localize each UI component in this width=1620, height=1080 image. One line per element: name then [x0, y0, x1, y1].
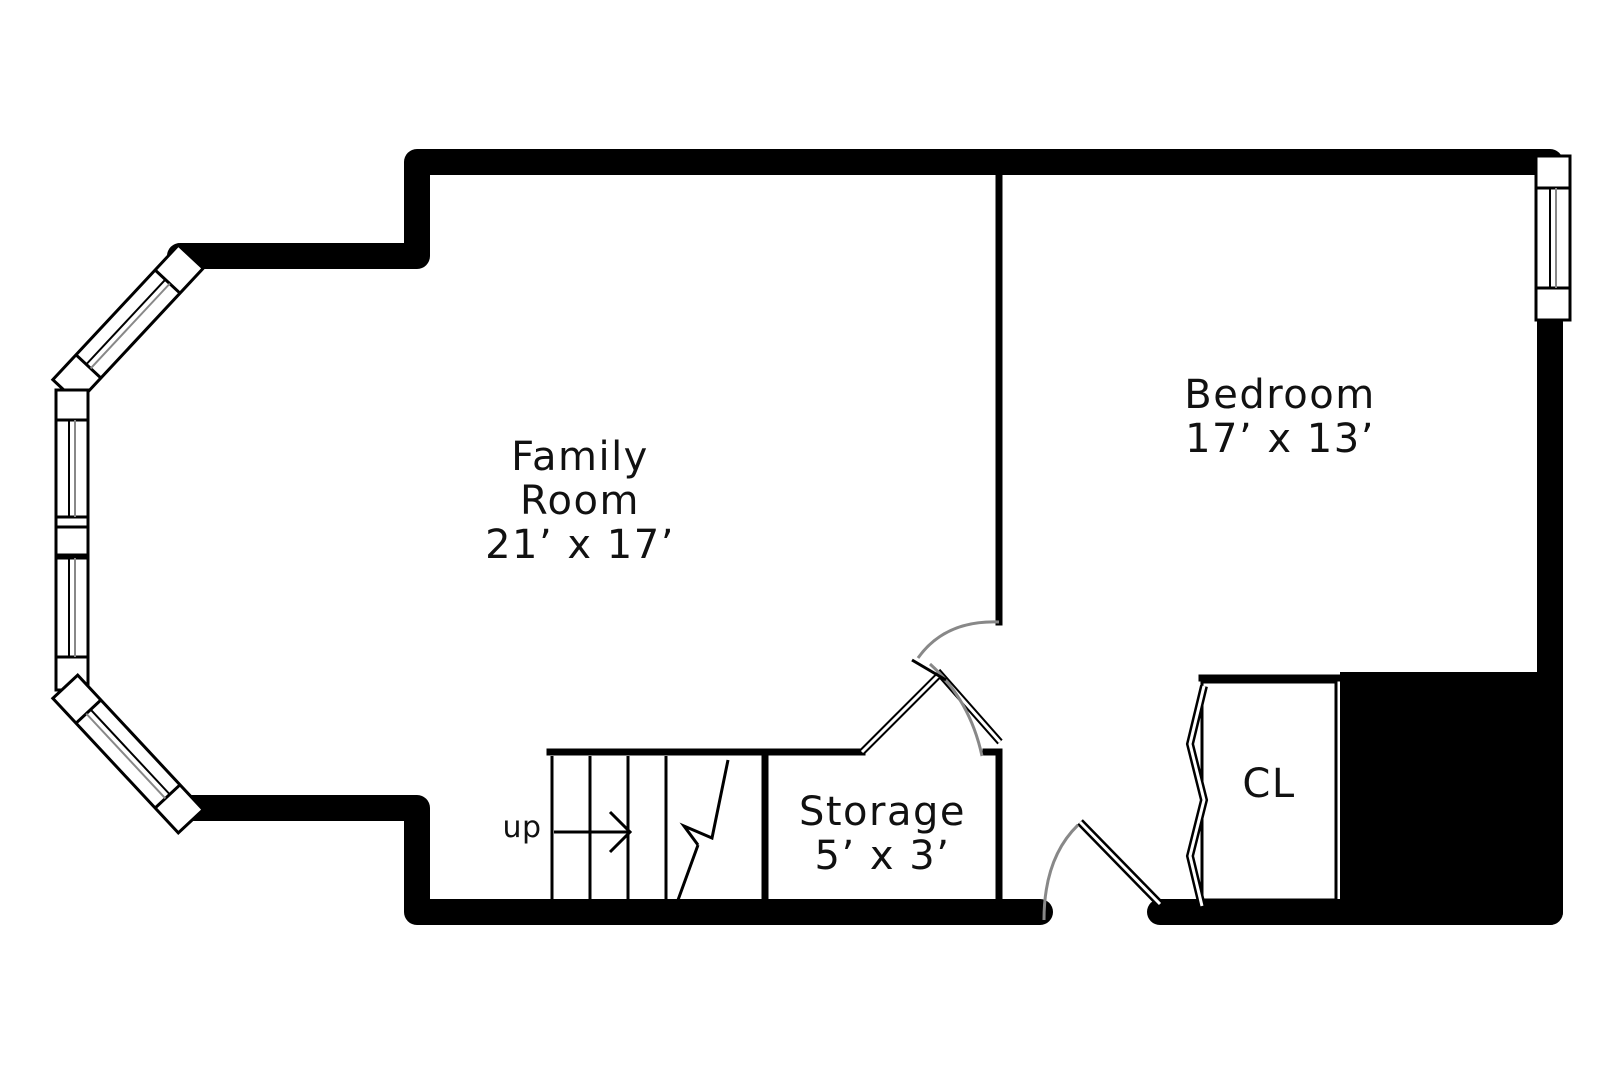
family-room-door: [859, 620, 1003, 757]
mechanical-block: [1340, 672, 1556, 922]
closet-bifold-door: [1185, 685, 1209, 907]
bay-window-bottom: [50, 673, 206, 835]
bedroom-window: [1534, 154, 1572, 322]
family-room-label: Family Room 21’ x 17’: [470, 435, 690, 567]
interior-walls: [546, 164, 1344, 904]
family-room-name-line1: Family: [511, 434, 649, 480]
bedroom-label: Bedroom 17’ x 13’: [1150, 373, 1410, 461]
staircase: [550, 756, 730, 901]
bay-window-top: [50, 243, 206, 405]
bedroom-size: 17’ x 13’: [1185, 416, 1375, 462]
bottom-left-wall: [167, 795, 1053, 925]
storage-label: Storage 5’ x 3’: [770, 790, 995, 878]
stairs-up-label: up: [494, 812, 550, 844]
storage-name: Storage: [798, 789, 966, 835]
storage-size: 5’ x 3’: [814, 833, 951, 879]
bay-window-middle: [54, 388, 90, 692]
stairs-up-text: up: [502, 810, 542, 845]
door-swing-arc: [916, 620, 1000, 659]
family-room-name-line2: Room: [520, 478, 640, 524]
bay-windows: [50, 243, 206, 835]
family-room-size: 21’ x 17’: [485, 522, 675, 568]
entry-door: [1042, 819, 1163, 921]
bedroom-name: Bedroom: [1184, 372, 1376, 418]
stair-arrow-head: [608, 810, 633, 854]
closet-label: CL: [1216, 762, 1322, 806]
entry-door-swing: [1042, 823, 1080, 921]
top-left-wall: [167, 149, 1563, 269]
closet-name: CL: [1242, 761, 1296, 807]
